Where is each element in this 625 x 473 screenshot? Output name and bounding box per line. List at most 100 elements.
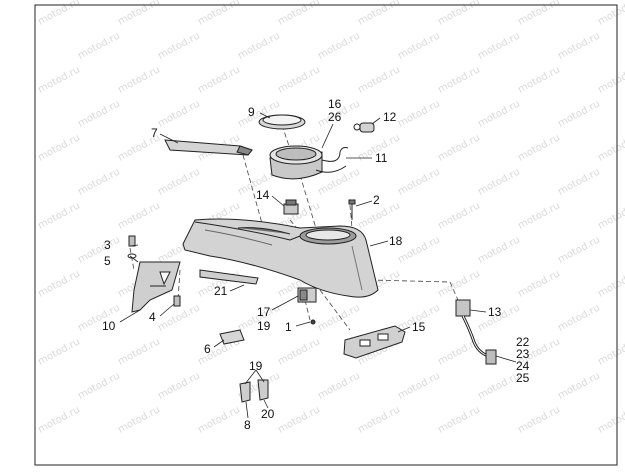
- watermark-text: motod.ru: [476, 234, 522, 265]
- callout-9: 9: [248, 105, 255, 119]
- callout-6: 6: [204, 342, 211, 356]
- callout-10: 10: [102, 319, 116, 333]
- callout-25: 25: [516, 371, 530, 385]
- watermark-text: motod.ru: [356, 404, 402, 435]
- watermark-text: motod.ru: [196, 64, 242, 95]
- watermark-text: motod.ru: [596, 200, 625, 231]
- part-7-trim-strip: [164, 139, 253, 156]
- watermark-text: motod.ru: [476, 30, 522, 61]
- watermark-text: motod.ru: [36, 268, 82, 299]
- watermark-text: motod.ru: [596, 404, 625, 435]
- watermark-text: motod.ru: [236, 30, 282, 61]
- watermark-text: motod.ru: [556, 166, 602, 197]
- callout-26: 26: [328, 110, 342, 124]
- callout-3: 3: [104, 238, 111, 252]
- watermark-text: motod.ru: [516, 268, 562, 299]
- watermark-text: motod.ru: [316, 166, 362, 197]
- watermark-text: motod.ru: [436, 268, 482, 299]
- watermark-text: motod.ru: [116, 200, 162, 231]
- part-13-harness: [455, 299, 497, 365]
- callout-11: 11: [375, 151, 388, 165]
- part-17-switch: [297, 287, 317, 303]
- part-2-screw: [348, 199, 356, 220]
- watermark-text: motod.ru: [76, 234, 122, 265]
- part-16-speedometer: [269, 145, 349, 180]
- callout-22: 22: [516, 335, 530, 349]
- watermark-text: motod.ru: [76, 98, 122, 129]
- watermark-text: motod.ru: [556, 30, 602, 61]
- watermark-text: motod.ru: [276, 64, 322, 95]
- part-3-bolt: [127, 235, 137, 259]
- watermark-text: motod.ru: [476, 98, 522, 129]
- watermark-text: motod.ru: [196, 0, 242, 28]
- watermark-text: motod.ru: [476, 166, 522, 197]
- watermark-text: motod.ru: [276, 404, 322, 435]
- watermark-text: motod.ru: [436, 404, 482, 435]
- watermark-text: motod.ru: [516, 404, 562, 435]
- callout-15: 15: [412, 320, 426, 334]
- callout-23: 23: [516, 347, 530, 361]
- callout-1: 1: [285, 320, 292, 334]
- callout-19-bracket: 19: [249, 359, 263, 373]
- leader-lines: [119, 112, 517, 419]
- part-14-clip: [283, 199, 299, 215]
- callout-24: 24: [516, 359, 530, 373]
- callout-21: 21: [214, 284, 228, 298]
- callout-8: 8: [244, 418, 251, 432]
- part-21-strip: [199, 269, 259, 285]
- watermark-text: motod.ru: [276, 0, 322, 28]
- diagram-frame: [34, 4, 618, 466]
- callout-17: 17: [257, 305, 271, 319]
- watermark-text: motod.ru: [36, 132, 82, 163]
- watermark-text: motod.ru: [36, 200, 82, 231]
- watermark-text: motod.ru: [36, 0, 82, 28]
- callout-4: 4: [149, 310, 156, 324]
- watermark-text: motod.ru: [76, 370, 122, 401]
- watermark-text: motod.ru: [396, 166, 442, 197]
- part-4-screw: [173, 295, 181, 307]
- watermark-text: motod.ru: [36, 64, 82, 95]
- watermark-text: motod.ru: [316, 370, 362, 401]
- part-8-bracket: [239, 379, 269, 403]
- watermark-text: motod.ru: [116, 0, 162, 28]
- part-9-bezel-ring: [258, 114, 306, 130]
- watermark-text: motod.ru: [356, 64, 402, 95]
- watermark-text: motod.ru: [516, 132, 562, 163]
- watermark-text: motod.ru: [396, 30, 442, 61]
- watermark-text: motod.ru: [436, 64, 482, 95]
- watermark-text: motod.ru: [156, 166, 202, 197]
- callout-14: 14: [256, 188, 270, 202]
- watermark-text: motod.ru: [436, 132, 482, 163]
- callout-13: 13: [488, 305, 502, 319]
- callout-18: 18: [389, 234, 403, 248]
- watermark-text: motod.ru: [596, 0, 625, 28]
- watermark-text: motod.ru: [116, 64, 162, 95]
- watermark-text: motod.ru: [316, 302, 362, 333]
- watermark-text: motod.ru: [516, 0, 562, 28]
- part-6-block: [219, 329, 245, 345]
- watermark-text: motod.ru: [76, 30, 122, 61]
- callout-16: 16: [328, 97, 342, 111]
- watermark-text: motod.ru: [156, 30, 202, 61]
- watermark-text: motod.ru: [116, 404, 162, 435]
- watermark-text: motod.ru: [116, 336, 162, 367]
- watermark-text: motod.ru: [436, 200, 482, 231]
- watermark-text: motod.ru: [196, 404, 242, 435]
- watermark-text: motod.ru: [156, 370, 202, 401]
- callout-5: 5: [104, 254, 111, 268]
- watermark-text: motod.ru: [156, 98, 202, 129]
- watermark-text: motod.ru: [556, 234, 602, 265]
- watermark-text: motod.ru: [596, 64, 625, 95]
- watermark-text: motod.ru: [316, 30, 362, 61]
- watermark-text: motod.ru: [436, 0, 482, 28]
- callout-12: 12: [383, 110, 397, 124]
- watermark-text: motod.ru: [156, 302, 202, 333]
- watermark-text: motod.ru: [76, 166, 122, 197]
- watermark-text: motod.ru: [596, 132, 625, 163]
- callout-labels: 1 2 3 4 5 6 7 8 9 10 11 12 13 14 15 16 1…: [102, 97, 530, 432]
- watermark-text: motod.ru: [556, 98, 602, 129]
- part-12-connector: [353, 122, 375, 133]
